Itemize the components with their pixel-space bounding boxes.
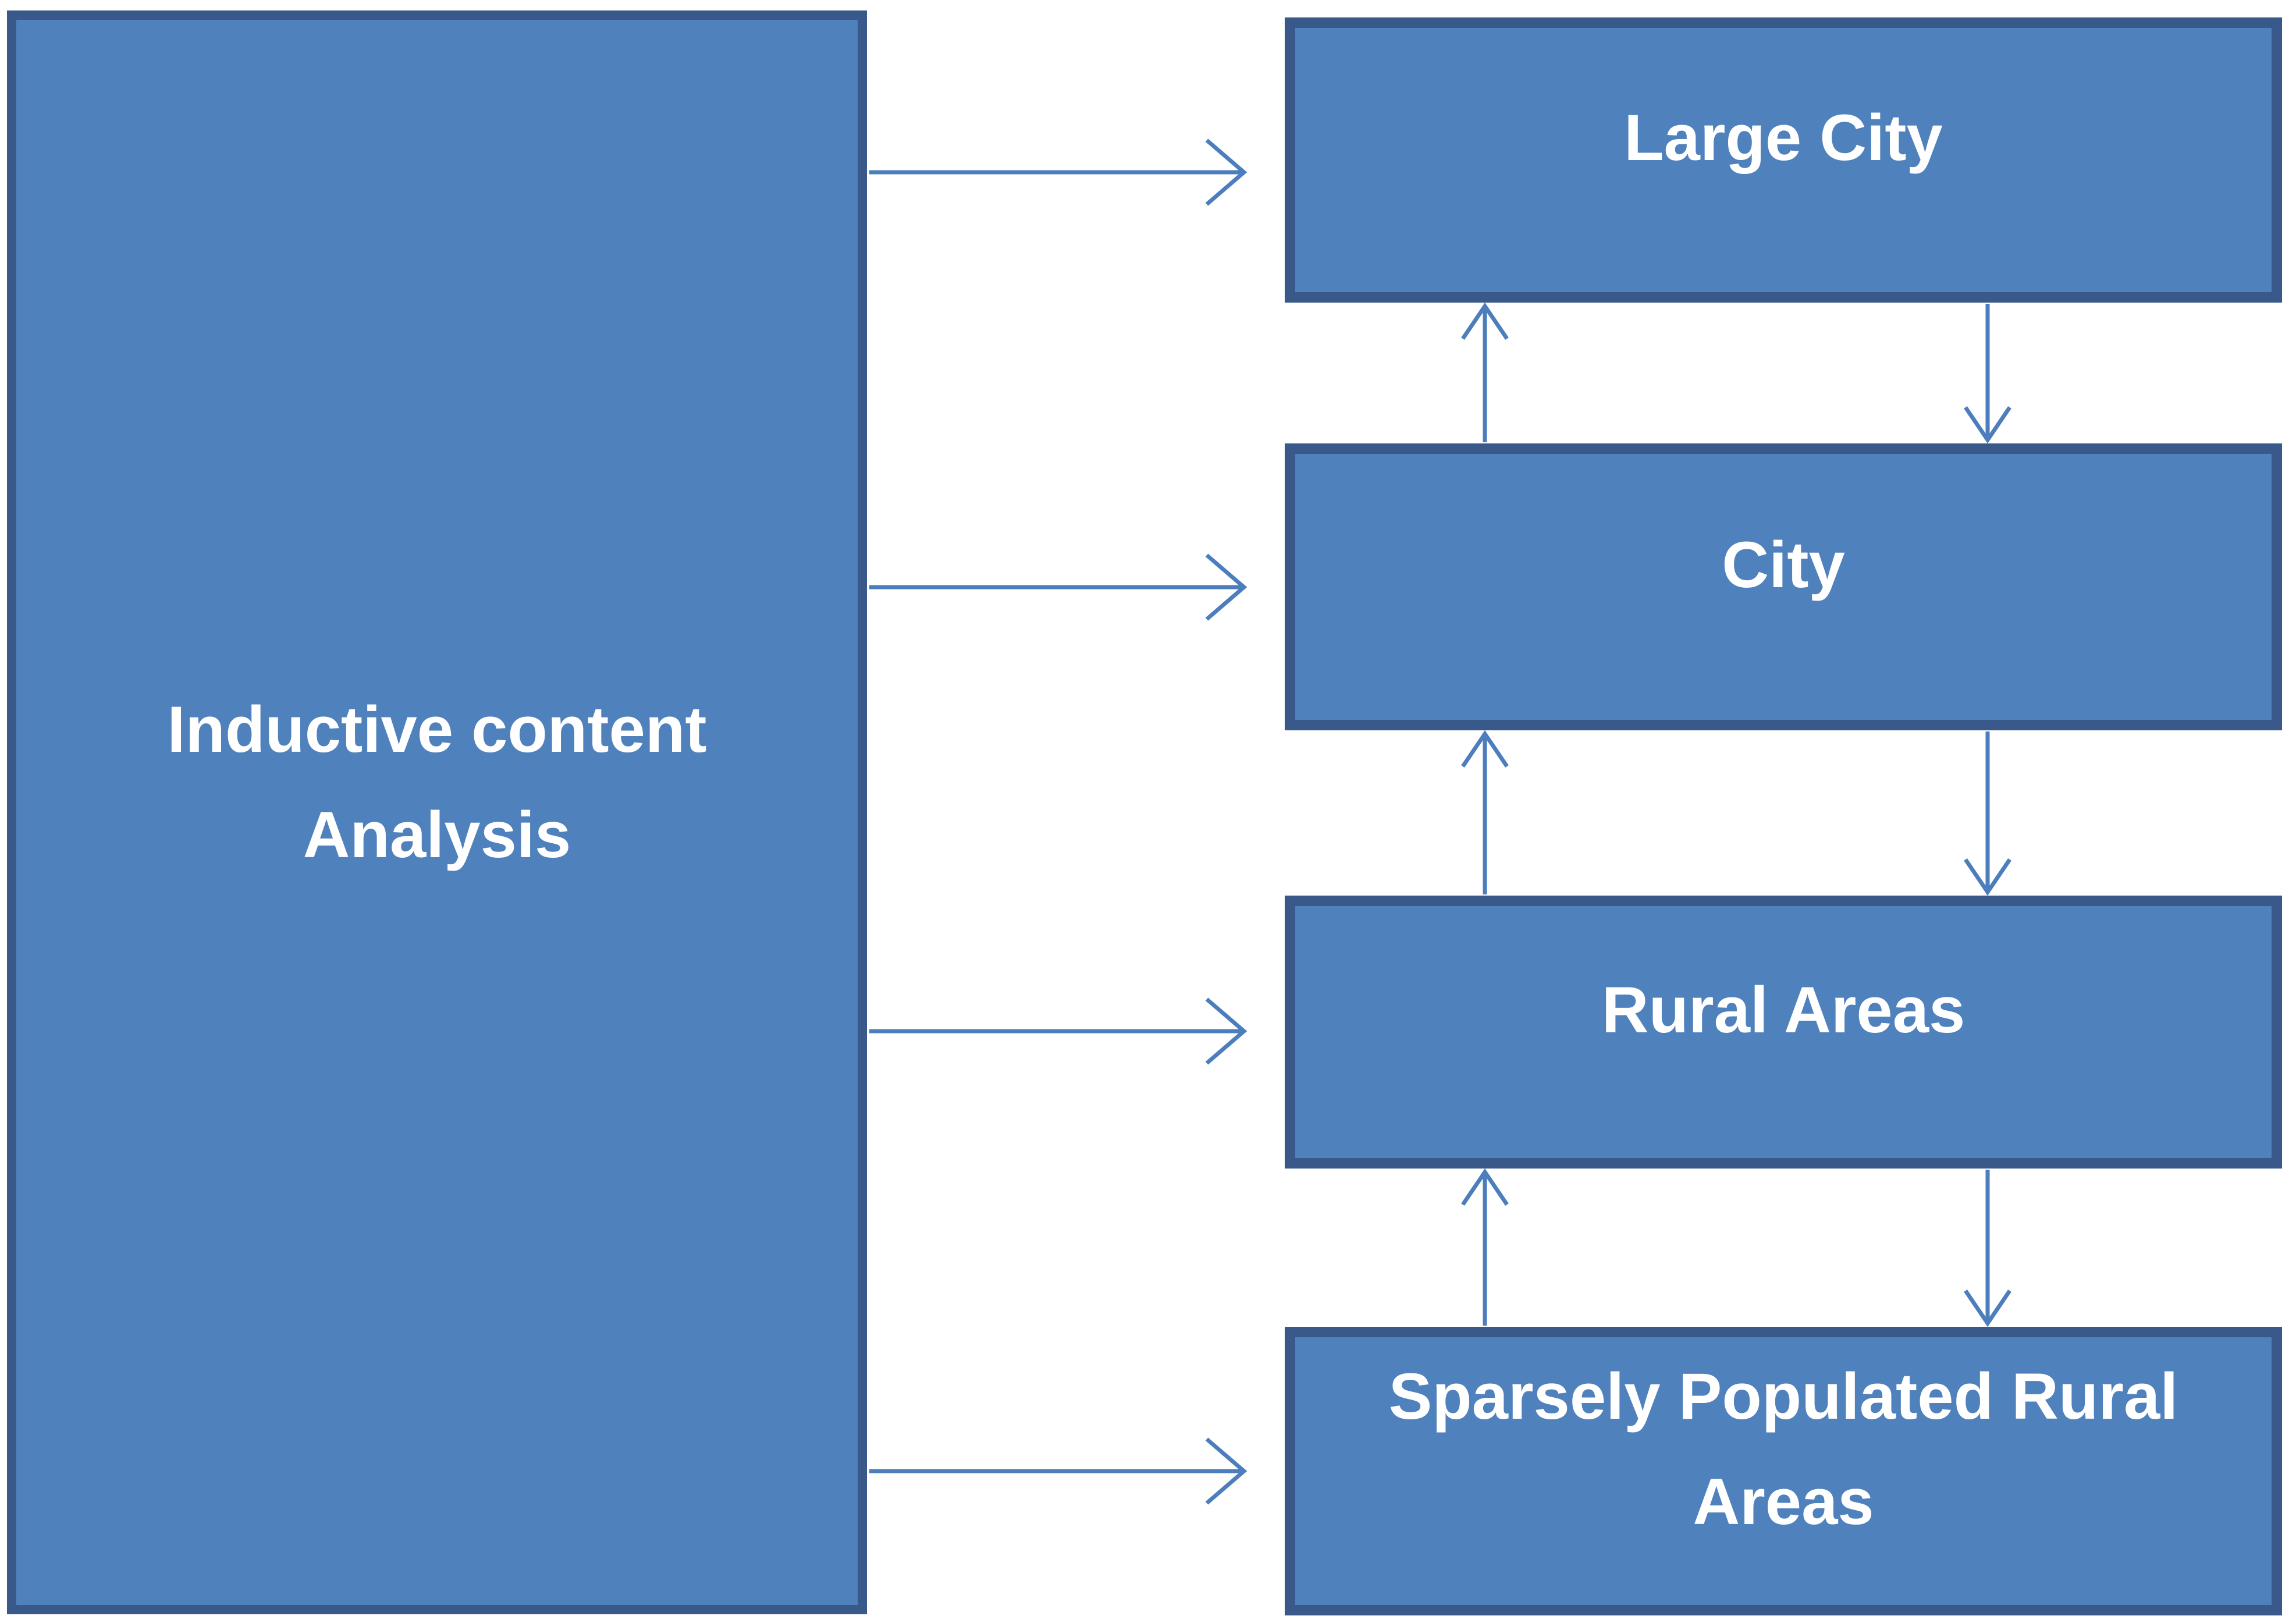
rural-areas-label: Rural Areas: [1601, 973, 1966, 1046]
large-city-label: Large City: [1624, 101, 1943, 175]
arrow-source-to-city: [869, 553, 1247, 621]
sparsely-populated-rural-areas-label: Sparsely Populated Rural Areas: [1388, 1359, 2178, 1538]
arrow-source-to-rural-areas: [869, 997, 1247, 1065]
arrow-sparsely-populated-rural-areas-to-rural-areas-up: [1461, 1168, 1509, 1326]
arrow-city-to-large-city-up: [1461, 302, 1509, 442]
source-label-line-2: Analysis: [303, 798, 571, 871]
rural-areas-box: Rural Areas: [1285, 896, 2282, 1169]
city-label: City: [1722, 528, 1845, 601]
arrow-rural-areas-to-sparsely-populated-rural-areas-down: [1964, 1170, 2011, 1327]
large-city-box: Large City: [1285, 17, 2282, 303]
inductive-content-analysis-label: Inductive content Analysis: [167, 677, 706, 888]
inductive-content-analysis-box: Inductive content Analysis: [7, 10, 867, 1614]
arrow-source-to-sparsely-populated-rural-areas: [869, 1437, 1247, 1505]
source-label-line-1: Inductive content: [167, 692, 707, 766]
arrow-rural-areas-to-city-up: [1461, 730, 1509, 894]
city-box: City: [1285, 443, 2282, 730]
arrow-city-to-rural-areas-down: [1964, 731, 2011, 896]
arrow-source-to-large-city: [869, 138, 1247, 206]
sparsely-populated-rural-areas-box: Sparsely Populated Rural Areas: [1285, 1327, 2282, 1615]
arrow-large-city-to-city-down: [1964, 304, 2011, 444]
